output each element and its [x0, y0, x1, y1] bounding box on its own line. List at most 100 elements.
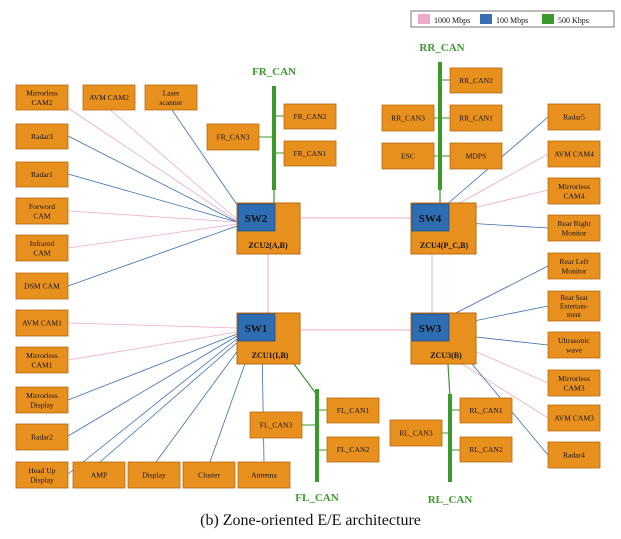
node-infrared-cam-box[interactable] — [15, 234, 69, 262]
node-rear-seat-entertainment-box[interactable] — [547, 290, 601, 322]
node-radar5-label: Radar5 — [563, 113, 585, 122]
node-display[interactable]: Display — [127, 461, 181, 489]
node-esc-box[interactable] — [381, 142, 435, 170]
node-head-up-display-box[interactable] — [15, 461, 69, 489]
node-fr-can2-box[interactable] — [283, 103, 337, 130]
node-radar1-box[interactable] — [15, 161, 69, 188]
node-mirrorless-cam3-box[interactable] — [547, 369, 601, 397]
node-fl-can3[interactable]: FL_CAN3 — [249, 411, 303, 439]
node-rl-can2-label: RL_CAN2 — [469, 445, 503, 454]
node-fr-can3[interactable]: FR_CAN3 — [206, 123, 260, 151]
node-rr-can3[interactable]: RR_CAN3 — [381, 104, 435, 132]
node-laser-scanner-box[interactable] — [144, 84, 198, 111]
node-rl-can1-box[interactable] — [459, 397, 513, 424]
node-fl-can1[interactable]: FL_CAN1 — [326, 397, 380, 424]
node-mdps-box[interactable] — [449, 142, 503, 170]
node-avm-cam4[interactable]: AVM CAM4 — [547, 140, 601, 168]
node-radar4-box[interactable] — [547, 441, 601, 469]
zcu2[interactable]: SW2 ZCU2(A,B) — [236, 202, 301, 255]
node-avm-cam2-box[interactable] — [82, 84, 136, 111]
sw2-switch[interactable] — [237, 203, 276, 232]
link-mirrorless-cam1 — [67, 331, 238, 361]
node-dsm-cam[interactable]: DSM CAM — [15, 272, 69, 300]
node-fr-can3-box[interactable] — [206, 123, 260, 151]
node-fr-can1-label: FR_CAN1 — [294, 149, 327, 158]
node-radar2-box[interactable] — [15, 423, 69, 451]
node-cluster[interactable]: Cluster — [182, 461, 236, 489]
node-radar3[interactable]: Radar3 — [15, 123, 69, 150]
node-radar3-box[interactable] — [15, 123, 69, 150]
node-display-label: Display — [142, 471, 166, 480]
node-rr-can2-box[interactable] — [449, 67, 503, 94]
sw4-switch[interactable] — [411, 203, 450, 232]
node-esc-label: ESC — [401, 152, 415, 161]
node-radar1[interactable]: Radar1 — [15, 161, 69, 188]
zcu1[interactable]: SW1 ZCU1(I,B) — [236, 312, 301, 365]
node-mdps[interactable]: MDPS — [449, 142, 503, 170]
node-cluster-label: Cluster — [198, 471, 220, 480]
zcu4[interactable]: SW4 ZCU4(P_C,B) — [410, 202, 477, 255]
node-avm-cam3[interactable]: AVM CAM3 — [547, 404, 601, 432]
node-dsm-cam-box[interactable] — [15, 272, 69, 300]
node-mirrorless-cam4-box[interactable] — [547, 177, 601, 205]
node-radar5-box[interactable] — [547, 103, 601, 131]
node-avm-cam1[interactable]: AVM CAM1 — [15, 309, 69, 337]
node-avm-cam4-box[interactable] — [547, 140, 601, 168]
node-radar2[interactable]: Radar2 — [15, 423, 69, 451]
node-radar5[interactable]: Radar5 — [547, 103, 601, 131]
node-rl-can2-box[interactable] — [459, 436, 513, 463]
node-esc[interactable]: ESC — [381, 142, 435, 170]
node-fr-can1[interactable]: FR_CAN1 — [283, 140, 337, 167]
node-avm-cam2[interactable]: AVM CAM2 — [82, 84, 136, 111]
node-amp[interactable]: AMP — [72, 461, 126, 489]
node-ultrasonic-wave-box[interactable] — [547, 331, 601, 359]
node-radar4[interactable]: Radar4 — [547, 441, 601, 469]
node-rr-can3-box[interactable] — [381, 104, 435, 132]
node-fl-can2-box[interactable] — [326, 436, 380, 463]
node-mirrorless-cam1-box[interactable] — [15, 346, 69, 374]
node-avm-cam1-box[interactable] — [15, 309, 69, 337]
node-radar4-label: Radar4 — [563, 451, 585, 460]
node-fl-can2[interactable]: FL_CAN2 — [326, 436, 380, 463]
node-fl-can1-box[interactable] — [326, 397, 380, 424]
node-fl-can3-label: FL_CAN3 — [260, 421, 293, 430]
node-rl-can2[interactable]: RL_CAN2 — [459, 436, 513, 463]
architecture-diagram: 1000 Mbps 100 Mbps 500 Kbps — [15, 10, 615, 506]
node-rear-right-monitor-box[interactable] — [547, 214, 601, 242]
node-mirrorless-cam2-box[interactable] — [15, 84, 69, 111]
zcu3[interactable]: SW3 ZCU3(B) — [410, 312, 477, 365]
node-cluster-box[interactable] — [182, 461, 236, 489]
node-fr-can1-box[interactable] — [283, 140, 337, 167]
sw3-switch[interactable] — [411, 313, 450, 342]
node-rr-can1[interactable]: RR_CAN1 — [449, 104, 503, 132]
node-rl-can3-box[interactable] — [389, 419, 443, 447]
node-rl-can1[interactable]: RL_CAN1 — [459, 397, 513, 424]
node-rr-can1-box[interactable] — [449, 104, 503, 132]
node-antenna[interactable]: Antenna — [237, 461, 291, 489]
node-fr-can2[interactable]: FR_CAN2 — [283, 103, 337, 130]
sw1-switch[interactable] — [237, 313, 276, 342]
node-forword-cam-box[interactable] — [15, 197, 69, 225]
node-rear-left-monitor-box[interactable] — [547, 252, 601, 280]
node-mirrorless-display-box[interactable] — [15, 386, 69, 414]
node-avm-cam3-box[interactable] — [547, 404, 601, 432]
node-rl-can3[interactable]: RL_CAN3 — [389, 419, 443, 447]
node-rr-can2[interactable]: RR_CAN2 — [449, 67, 503, 94]
node-amp-box[interactable] — [72, 461, 126, 489]
node-display-box[interactable] — [127, 461, 181, 489]
node-fl-can3-box[interactable] — [249, 411, 303, 439]
node-antenna-box[interactable] — [237, 461, 291, 489]
